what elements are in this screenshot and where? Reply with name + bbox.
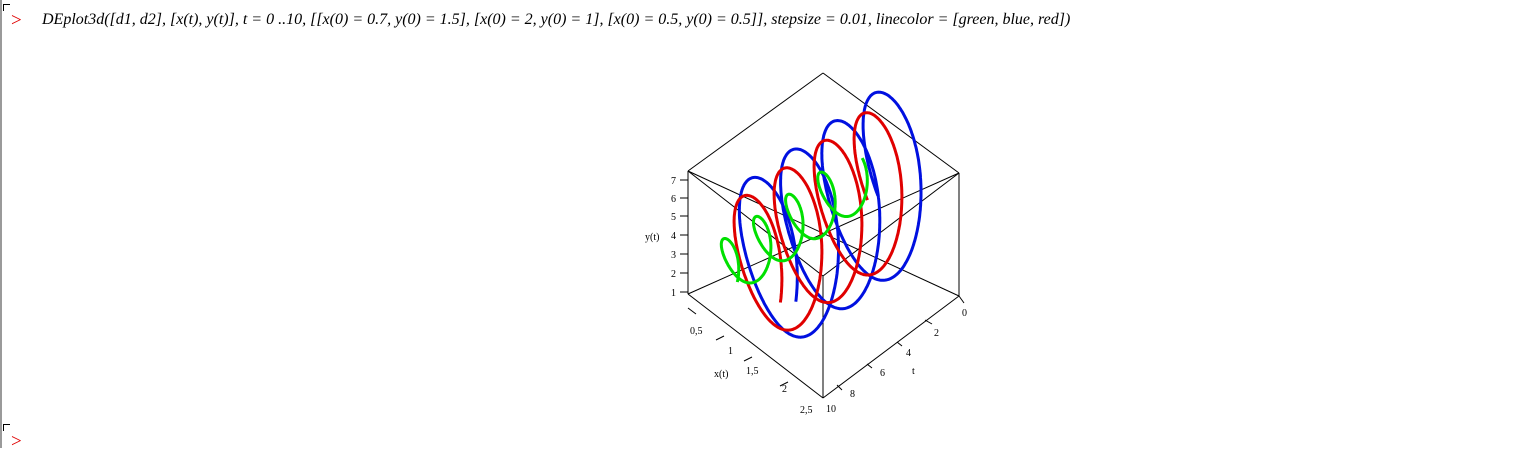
y-tick-label: 7 (671, 176, 676, 187)
box-edge (822, 72, 960, 174)
plot-canvas[interactable]: 7 6 5 4 3 2 1 y(t) 0,5 1 1,5 2 2,5 x(t) … (640, 68, 990, 418)
execution-group-bracket[interactable] (3, 4, 10, 11)
box-edge (822, 295, 960, 399)
solution-curves (719, 90, 923, 339)
y-axis-label: y(t) (645, 232, 659, 243)
t-tick-label: 0 (962, 308, 967, 319)
left-margin-bar (0, 0, 2, 448)
input-prompt: > (11, 10, 22, 31)
t-tick-label: 4 (906, 348, 911, 359)
y-tick-label: 6 (671, 194, 676, 205)
y-tick-label: 5 (671, 212, 676, 223)
box-edge (687, 72, 824, 172)
y-tick-label: 2 (671, 269, 676, 280)
tick-marks (680, 179, 965, 391)
x-tick-label: 2 (782, 384, 787, 395)
maple-command-input[interactable]: DEplot3d([d1, d2], [x(t), y(t)], t = 0 .… (42, 11, 1071, 28)
curve-green (719, 157, 869, 285)
x-tick-label: 2,5 (800, 405, 813, 416)
deplot3d-plot[interactable]: 7 6 5 4 3 2 1 y(t) 0,5 1 1,5 2 2,5 x(t) … (640, 68, 990, 418)
curve-red (732, 111, 904, 332)
t-tick-label: 2 (934, 328, 939, 339)
y-tick-label: 1 (671, 288, 676, 299)
box-edge (687, 170, 824, 277)
execution-group-bracket-next[interactable] (3, 424, 10, 431)
y-tick-label: 3 (671, 250, 676, 261)
t-axis-label: t (912, 366, 915, 377)
x-tick-label: 0,5 (690, 326, 703, 337)
t-tick-label: 6 (880, 368, 885, 379)
tick-labels: 7 6 5 4 3 2 1 y(t) 0,5 1 1,5 2 2,5 x(t) … (645, 176, 967, 416)
t-tick-label: 10 (826, 404, 836, 415)
next-input-prompt: > (11, 431, 22, 452)
x-axis-label: x(t) (714, 369, 728, 380)
t-tick-label: 8 (850, 389, 855, 400)
x-tick-label: 1 (728, 346, 733, 357)
x-tick-label: 1,5 (746, 366, 759, 377)
y-tick-label: 4 (671, 231, 676, 242)
box-edge (687, 293, 824, 399)
